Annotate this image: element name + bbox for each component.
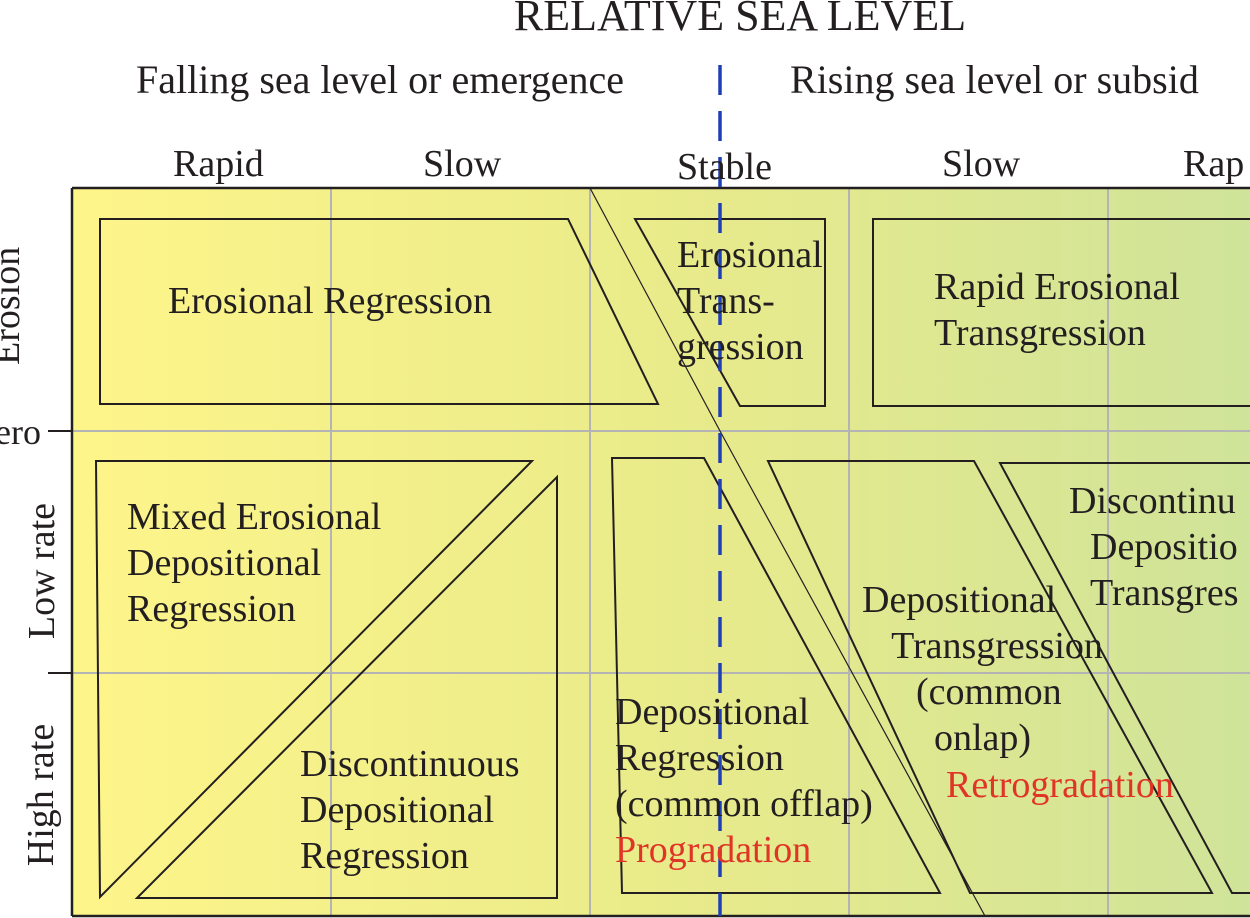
column-header-rapid-falling: Rapid (173, 143, 264, 185)
column-header-slow-rising: Slow (942, 143, 1021, 185)
row-label-high-rate: High rate (20, 723, 62, 867)
mixed-regression-shape (94, 460, 535, 900)
rising-sea-level-label: Rising sea level or subsid (790, 57, 1199, 102)
label-depositional-regression: Depositional Regression (common offlap) … (615, 691, 873, 871)
label-retrogradation: Retrogradation (946, 764, 1174, 806)
diagram-title: RELATIVE SEA LEVEL (513, 0, 967, 40)
column-header-stable: Stable (677, 146, 772, 188)
erosional-transgression-shape (633, 218, 826, 407)
region-shapes (94, 218, 1250, 900)
label-discontinuous-depositional-transgression: Discontinu Depositio Transgres (1069, 480, 1239, 614)
row-label-low-rate: Low rate (21, 502, 63, 640)
label-depositional-transgression: Depositional Transgression (862, 579, 1103, 667)
row-label-erosion: Erosion (0, 246, 28, 365)
grid (72, 188, 1250, 916)
label-erosional-transgression: Erosional Trans- gression (677, 234, 823, 368)
label-mixed-erosional-depositional-regression: Mixed Erosional Depositional Regression (127, 496, 382, 630)
label-erosional-regression: Erosional Regression (168, 280, 493, 322)
row-label-zero: ero (0, 412, 41, 452)
erosional-regression-shape (99, 218, 660, 405)
falling-sea-level-label: Falling sea level or emergence (136, 57, 624, 102)
discontinuous-transgression-shape (998, 462, 1250, 894)
axis-ticks (48, 430, 72, 674)
chart-background (72, 188, 1250, 916)
rapid-erosional-transgression-shape (872, 218, 1250, 407)
chart-frame (70, 186, 1250, 918)
depositional-regression-shape (610, 457, 942, 894)
discontinuous-regression-shape (134, 474, 558, 899)
label-rapid-erosional-transgression: Rapid Erosional Transgression (934, 266, 1180, 354)
label-progradation: Progradation (615, 829, 812, 871)
column-header-rapid-rising: Rap (1183, 143, 1245, 185)
label-depositional-transgression-onlap: (common onlap) (916, 671, 1062, 759)
column-header-slow-falling: Slow (423, 143, 502, 185)
diagonal-dividers (589, 187, 986, 917)
depositional-transgression-shape (766, 460, 1214, 894)
label-discontinuous-depositional-regression: Discontinuous Depositional Regression (300, 743, 520, 877)
